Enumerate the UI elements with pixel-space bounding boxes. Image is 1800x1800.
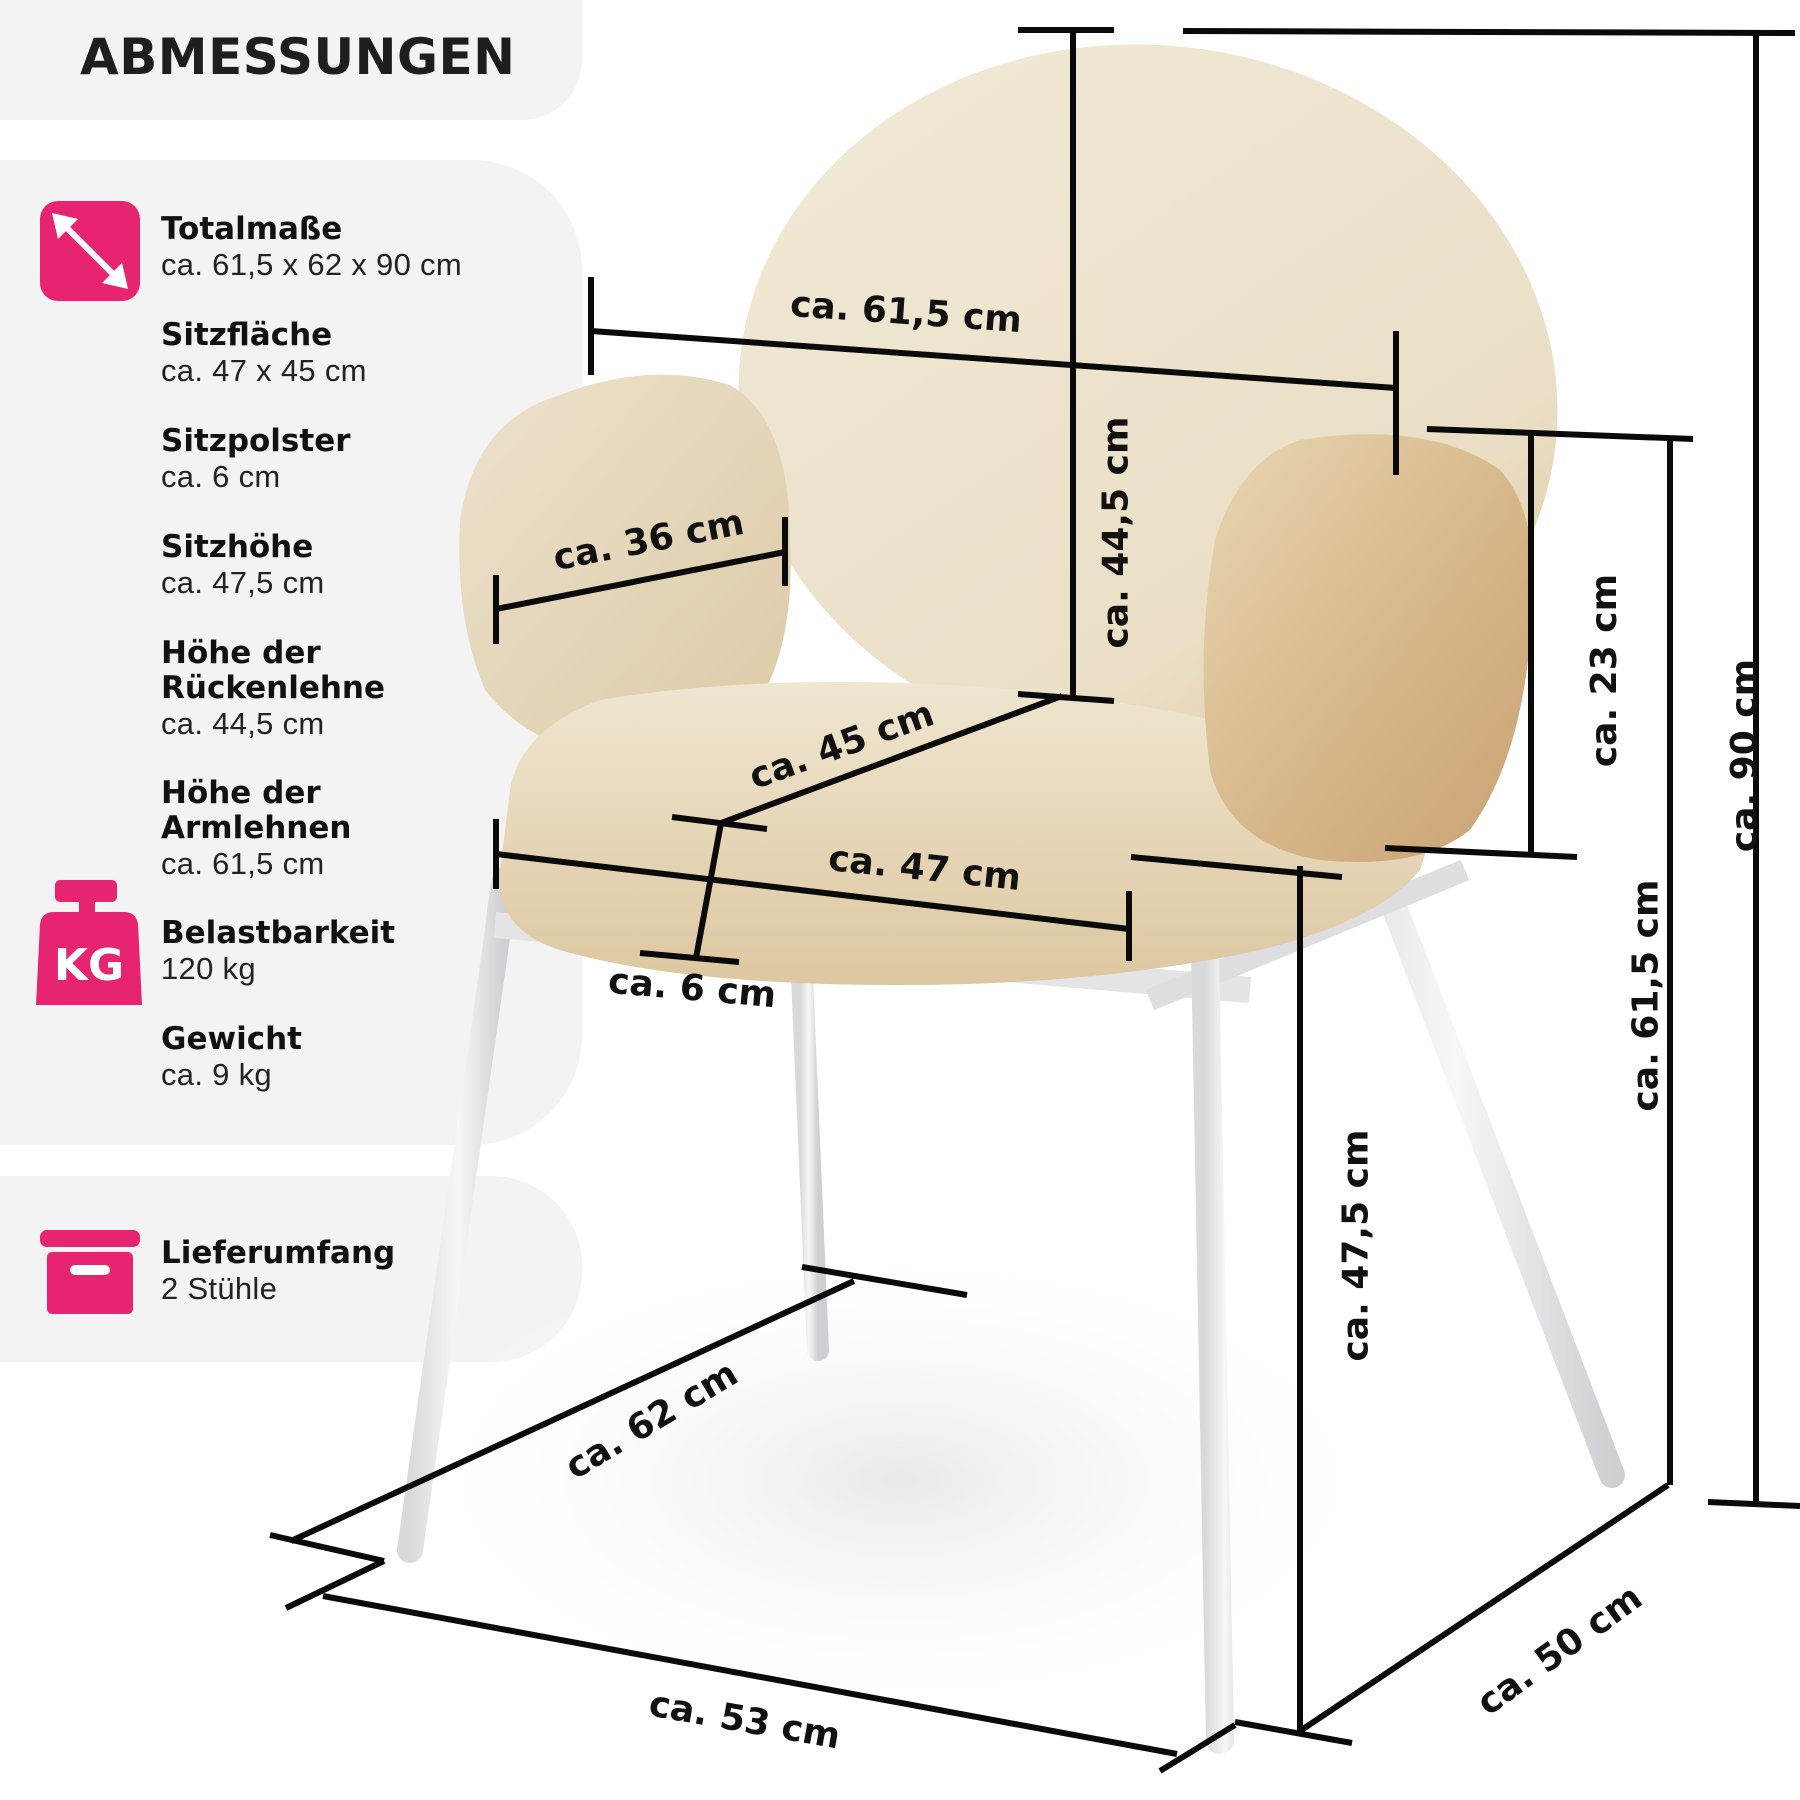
spec-value: ca. 44,5 cm (161, 706, 325, 741)
spec-load-capacity: Belastbarkeit 120 kg (161, 916, 395, 987)
dim-label-total-height: ca. 90 cm (1724, 658, 1766, 853)
spec-value: ca. 9 kg (161, 1057, 272, 1092)
spec-label: Sitzfläche (161, 317, 333, 353)
spec-value: 2 Stühle (161, 1271, 278, 1306)
spec-value: ca. 6 cm (161, 459, 281, 494)
spec-weight: Gewicht ca. 9 kg (161, 1022, 302, 1093)
seat-depth-line (719, 693, 1064, 826)
spec-value: ca. 61,5 cm (161, 846, 325, 881)
floor-shadow (400, 1240, 1400, 1720)
spec-label: Gewicht (161, 1021, 302, 1057)
right-armrest (1203, 434, 1534, 862)
spec-seat-height: Sitzhöhe ca. 47,5 cm (161, 530, 325, 601)
base-depth-line (1298, 1482, 1670, 1734)
top-reference-line (1182, 28, 1796, 36)
seat-width-line (495, 851, 1130, 932)
svg-text:KG: KG (54, 940, 124, 991)
overall-depth-line (289, 1278, 856, 1544)
box-icon (40, 1230, 140, 1314)
armrest-width-line (495, 549, 786, 612)
overall-width-line (590, 328, 1397, 391)
seat-cushion-line (693, 822, 724, 959)
spec-armrest-height: Höhe der Armlehnen ca. 61,5 cm (161, 776, 351, 882)
spec-delivery: Lieferumfang 2 Stühle (161, 1236, 395, 1307)
base-width-line (322, 1593, 1178, 1757)
resize-diagonal-icon (40, 201, 140, 301)
spec-label: Lieferumfang (161, 1235, 396, 1271)
header-card: ABMESSUNGEN (0, 0, 582, 120)
weight-kg-icon: KG (36, 880, 142, 1005)
spec-label: Belastbarkeit (161, 915, 396, 951)
spec-label: Totalmaße (161, 211, 343, 247)
dim-label-armrest-height: ca. 61,5 cm (1625, 879, 1667, 1112)
dim-label-backrest-height: ca. 44,5 cm (1095, 416, 1137, 649)
spec-total-dimensions: Totalmaße ca. 61,5 x 62 x 90 cm (161, 212, 462, 283)
page-title: ABMESSUNGEN (80, 28, 516, 86)
dim-label-seat-height: ca. 47,5 cm (1335, 1129, 1377, 1362)
dim-label-armrest-to-seat: ca. 23 cm (1584, 573, 1626, 768)
spec-value: ca. 47,5 cm (161, 565, 325, 600)
left-armrest (459, 374, 791, 756)
spec-label: Sitzpolster (161, 423, 351, 459)
spec-value: ca. 61,5 x 62 x 90 cm (161, 247, 462, 282)
spec-value: 120 kg (161, 951, 256, 986)
seat-cushion (499, 682, 1427, 985)
spec-label: Höhe der Armlehnen (161, 775, 352, 846)
spec-label: Sitzhöhe (161, 529, 314, 565)
spec-label: Höhe der Rückenlehne (161, 635, 386, 706)
spec-seat-area: Sitzfläche ca. 47 x 45 cm (161, 318, 367, 389)
spec-value: ca. 47 x 45 cm (161, 353, 367, 388)
spec-seat-cushion: Sitzpolster ca. 6 cm (161, 424, 351, 495)
spec-backrest-height: Höhe der Rückenlehne ca. 44,5 cm (161, 636, 385, 742)
